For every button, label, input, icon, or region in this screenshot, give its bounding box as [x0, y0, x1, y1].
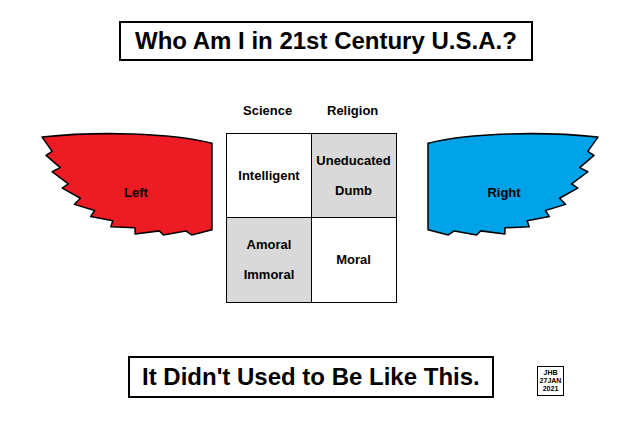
wing-shape: Right [426, 133, 602, 237]
caption: It Didn't Used to Be Like This. [142, 363, 480, 390]
title: Who Am I in 21st Century U.S.A.? [135, 27, 517, 54]
column-header: Science [243, 103, 292, 118]
grid-cell: Uneducated Dumb [311, 133, 397, 218]
node-text: Amoral Immoral [231, 230, 307, 290]
node-text: Right [487, 185, 520, 200]
node-text: JHB 27JAN 2021 [539, 369, 562, 393]
node-text: Intelligent [238, 161, 299, 191]
column-header: Religion [327, 103, 378, 118]
grid-cell: Moral [311, 217, 397, 303]
wing-shape: Left [38, 133, 214, 237]
grid-cell: Amoral Immoral [226, 217, 312, 303]
node-text: Left [124, 185, 148, 200]
caption-box: It Didn't Used to Be Like This. [128, 356, 494, 398]
title-box: Who Am I in 21st Century U.S.A.? [119, 21, 533, 61]
node-text: Moral [336, 245, 371, 275]
signature-box: JHB 27JAN 2021 [537, 366, 564, 396]
grid-cell: Intelligent [226, 133, 312, 218]
node-text: Uneducated Dumb [316, 146, 392, 206]
wing-path [428, 134, 598, 235]
wing-path [42, 134, 212, 235]
